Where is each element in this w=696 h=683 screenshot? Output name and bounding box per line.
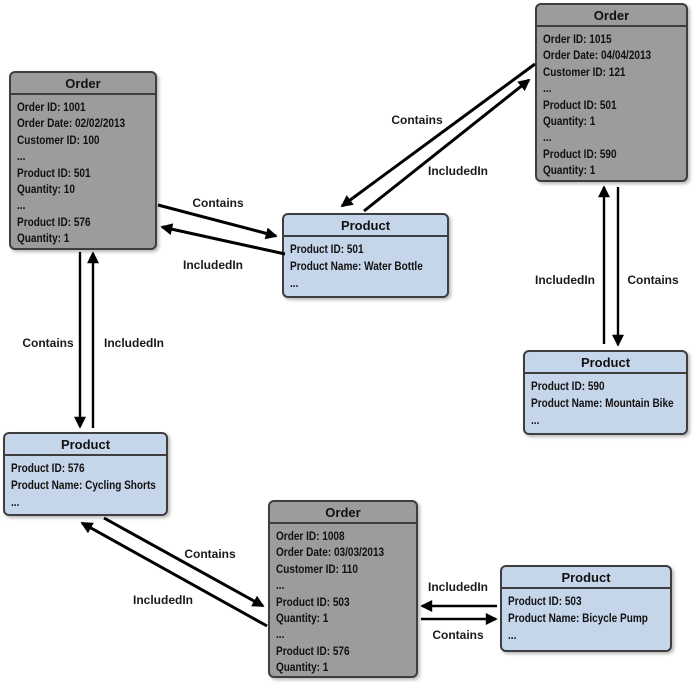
node-field: ... xyxy=(276,578,285,593)
node-field: ... xyxy=(508,628,517,642)
node-field: Product ID: 576 xyxy=(11,461,85,475)
node-body: Product ID: 576 Product Name: Cycling Sh… xyxy=(5,456,166,511)
node-title: Product xyxy=(502,567,670,589)
node-field: Order Date: 02/02/2013 xyxy=(17,116,126,131)
node-field: Product ID: 576 xyxy=(276,643,350,658)
node-product-503: Product Product ID: 503 Product Name: Bi… xyxy=(500,565,672,652)
node-field: Quantity: 1 xyxy=(543,163,596,178)
edge-label: Contains xyxy=(627,273,679,287)
node-field: Product ID: 503 xyxy=(508,594,582,608)
node-field: ... xyxy=(543,130,552,145)
edge-label: Contains xyxy=(22,336,74,350)
edge-label: Contains xyxy=(391,113,443,127)
edge-label: IncludedIn xyxy=(133,593,193,607)
node-field: Product ID: 590 xyxy=(543,146,617,161)
node-body: Order ID: 1008 Order Date: 03/03/2013 Cu… xyxy=(270,524,416,676)
edge-label: IncludedIn xyxy=(535,273,595,287)
node-body: Product ID: 501 Product Name: Water Bott… xyxy=(284,237,447,292)
node-field: Product ID: 503 xyxy=(276,594,350,609)
node-body: Product ID: 503 Product Name: Bicycle Pu… xyxy=(502,589,670,644)
node-field: ... xyxy=(17,149,26,164)
node-field: ... xyxy=(17,198,26,213)
node-field: Product ID: 576 xyxy=(17,214,91,229)
node-field: Order ID: 1001 xyxy=(17,100,86,114)
node-field: Product Name: Mountain Bike xyxy=(531,396,674,410)
node-title: Order xyxy=(270,502,416,524)
node-field: ... xyxy=(11,495,20,509)
node-field: Product Name: Bicycle Pump xyxy=(508,611,648,625)
node-order-1015: Order Order ID: 1015 Order Date: 04/04/2… xyxy=(535,3,688,182)
node-field: Product ID: 501 xyxy=(17,165,91,180)
arrow-contains-o1015-p501 xyxy=(340,62,536,208)
arrow-includedin-p501-o1015 xyxy=(363,78,531,213)
node-field: Product Name: Cycling Shorts xyxy=(11,478,156,492)
edge-label: Contains xyxy=(192,196,244,210)
node-field: Product ID: 501 xyxy=(543,97,617,112)
node-field: Quantity: 10 xyxy=(17,182,75,197)
node-body: Product ID: 590 Product Name: Mountain B… xyxy=(525,374,686,429)
node-product-590: Product Product ID: 590 Product Name: Mo… xyxy=(523,350,688,435)
node-field: Product Name: Water Bottle xyxy=(290,259,423,273)
node-field: Order Date: 04/04/2013 xyxy=(543,48,652,63)
node-field: ... xyxy=(290,276,299,290)
edge-label: IncludedIn xyxy=(428,580,488,594)
node-field: Customer ID: 121 xyxy=(543,64,626,79)
node-field: Product ID: 501 xyxy=(290,242,364,256)
node-field: Quantity: 1 xyxy=(543,114,596,129)
edge-label: IncludedIn xyxy=(104,336,164,350)
edge-label: Contains xyxy=(432,628,484,642)
node-title: Order xyxy=(537,5,686,27)
node-field: Order ID: 1008 xyxy=(276,529,345,543)
node-field: ... xyxy=(531,413,540,427)
node-field: Quantity: 1 xyxy=(276,660,329,675)
node-product-576: Product Product ID: 576 Product Name: Cy… xyxy=(3,432,168,516)
node-body: Order ID: 1001 Order Date: 02/02/2013 Cu… xyxy=(11,95,155,247)
node-field: Customer ID: 110 xyxy=(276,561,358,576)
edge-label: Contains xyxy=(184,547,236,561)
arrow-includedin-p501-o1001 xyxy=(160,223,286,256)
node-product-501: Product Product ID: 501 Product Name: Wa… xyxy=(282,213,449,298)
node-title: Product xyxy=(525,352,686,374)
node-field: ... xyxy=(543,81,552,96)
arrow-contains-p576-o1008 xyxy=(103,516,265,608)
node-field: Product ID: 590 xyxy=(531,379,605,393)
arrow-includedin-o1008-p576 xyxy=(80,521,268,628)
node-body: Order ID: 1015 Order Date: 04/04/2013 Cu… xyxy=(537,27,686,179)
edge-label: IncludedIn xyxy=(183,258,243,272)
node-title: Product xyxy=(284,215,447,237)
node-field: Customer ID: 100 xyxy=(17,132,100,147)
arrow-contains-o1001-p501 xyxy=(157,203,278,240)
node-order-1001: Order Order ID: 1001 Order Date: 02/02/2… xyxy=(9,71,157,250)
node-field: ... xyxy=(276,627,285,642)
edge-label: IncludedIn xyxy=(428,164,488,178)
node-field: Quantity: 1 xyxy=(17,231,70,246)
node-order-1008: Order Order ID: 1008 Order Date: 03/03/2… xyxy=(268,500,418,678)
node-field: Quantity: 1 xyxy=(276,611,329,626)
node-field: Order ID: 1015 xyxy=(543,32,612,46)
node-field: Order Date: 03/03/2013 xyxy=(276,545,385,560)
node-title: Order xyxy=(11,73,155,95)
node-title: Product xyxy=(5,434,166,456)
